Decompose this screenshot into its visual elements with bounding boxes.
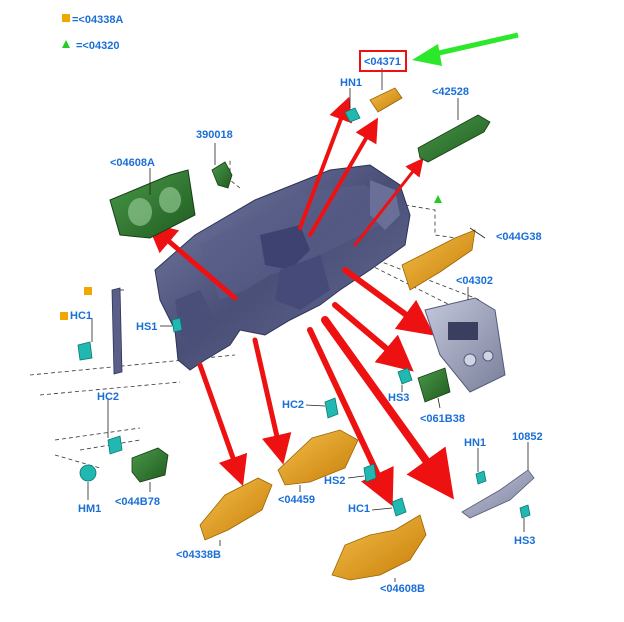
part-04338B[interactable]: [199, 477, 273, 541]
part-04302[interactable]: [424, 297, 506, 393]
clip-hn1-right[interactable]: [475, 470, 487, 485]
part-044G38[interactable]: [401, 229, 476, 291]
label-hc2-left[interactable]: HC2: [97, 391, 119, 403]
part-labels: <04371 HN1 <42528 390018 <04608A <044G38…: [70, 56, 543, 595]
label-04459[interactable]: <04459: [278, 494, 315, 506]
clip-hs1[interactable]: [171, 317, 183, 333]
label-061B38[interactable]: <061B38: [420, 413, 465, 425]
orange-square-icon: [62, 14, 70, 22]
label-hs2[interactable]: HS2: [324, 475, 345, 487]
clip-hs3-mid[interactable]: [397, 367, 413, 385]
part-04608B[interactable]: [331, 514, 427, 581]
label-10852[interactable]: 10852: [512, 431, 543, 443]
leader-lines: [87, 68, 529, 582]
label-hn1-right[interactable]: HN1: [464, 437, 486, 449]
label-hc1-mid[interactable]: HC1: [348, 503, 370, 515]
orange-square-marker-1: [84, 287, 92, 295]
label-hc2-mid[interactable]: HC2: [282, 399, 304, 411]
part-390018[interactable]: [211, 161, 233, 189]
label-390018[interactable]: 390018: [196, 129, 233, 141]
label-hn1-top[interactable]: HN1: [340, 77, 362, 89]
clip-hc1-mid[interactable]: [391, 497, 407, 517]
label-hs1[interactable]: HS1: [136, 321, 157, 333]
label-hc1-left[interactable]: HC1: [70, 310, 92, 322]
label-044G38[interactable]: <044G38: [496, 231, 542, 243]
clip-hm1[interactable]: [79, 464, 97, 482]
red-arrows: [146, 96, 455, 507]
orange-square-marker-2: [60, 312, 68, 320]
part-42528[interactable]: [417, 114, 491, 163]
green-triangle-marker: [434, 195, 442, 203]
legend: =<04338A =<04320: [62, 14, 123, 52]
green-triangle-icon: [62, 40, 70, 48]
label-hs3-right[interactable]: HS3: [514, 535, 535, 547]
part-10852[interactable]: [461, 469, 535, 519]
label-04302[interactable]: <04302: [456, 275, 493, 287]
clip-hc2-left[interactable]: [107, 435, 123, 455]
clip-hs3-right[interactable]: [519, 504, 531, 519]
part-061B38[interactable]: [417, 367, 451, 403]
label-04608A[interactable]: <04608A: [110, 157, 155, 169]
part-04608A[interactable]: [109, 169, 196, 239]
highlight-box: [359, 50, 407, 72]
clip-hc1-left[interactable]: [77, 341, 93, 361]
clip-hs2[interactable]: [363, 463, 377, 483]
label-04608B[interactable]: <04608B: [380, 583, 425, 595]
label-hs3-mid[interactable]: HS3: [388, 392, 409, 404]
label-04371[interactable]: <04371: [364, 56, 401, 68]
part-044B78[interactable]: [131, 447, 169, 483]
green-arrow-head: [412, 44, 442, 66]
clip-hn1-top[interactable]: [344, 107, 361, 123]
clip-hc2-mid[interactable]: [324, 397, 339, 419]
label-04338B[interactable]: <04338B: [176, 549, 221, 561]
legend-orange-label: =<04338A: [72, 14, 123, 26]
part-04459[interactable]: [277, 429, 359, 486]
label-42528[interactable]: <42528: [432, 86, 469, 98]
green-arrow: [429, 32, 519, 58]
part-04371[interactable]: [369, 87, 403, 113]
legend-green-label: =<04320: [76, 40, 119, 52]
label-hm1[interactable]: HM1: [78, 503, 101, 515]
label-044B78[interactable]: <044B78: [115, 496, 160, 508]
part-left-pillar-trim[interactable]: [111, 287, 123, 375]
